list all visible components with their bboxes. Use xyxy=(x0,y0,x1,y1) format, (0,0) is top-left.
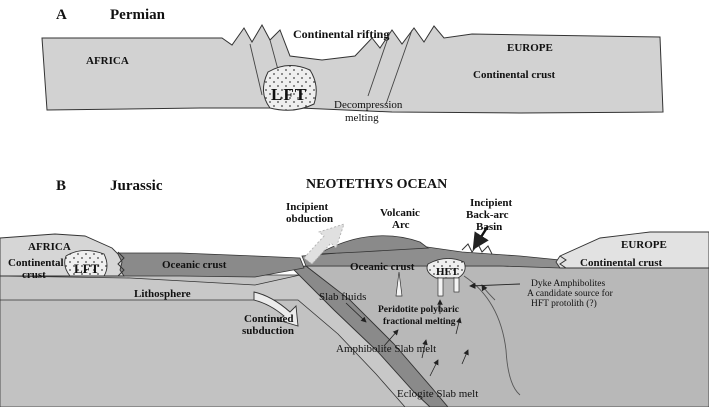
continued-label-1: Continued xyxy=(244,313,294,325)
continental-crust-block xyxy=(41,23,664,114)
decompression-label: Decompression xyxy=(334,99,403,111)
hft-label: HFT xyxy=(436,266,459,278)
panel-b-letter: B xyxy=(56,178,66,194)
dyke-label-1: Dyke Amphibolites xyxy=(531,279,605,289)
lft-label-a: LFT xyxy=(271,85,307,104)
backarc-label-3: Basin xyxy=(476,221,502,233)
lithosphere-label: Lithosphere xyxy=(134,288,191,300)
oceanic-crust-left-label: Oceanic crust xyxy=(162,259,227,271)
africa-crust-label-1: Continental xyxy=(8,257,64,269)
europe-continent xyxy=(555,231,709,269)
arc-label-1: Volcanic xyxy=(380,207,420,219)
dyke-right xyxy=(453,277,460,293)
melting-label: melting xyxy=(345,112,379,124)
continental-crust-label-a: Continental crust xyxy=(473,69,556,81)
lft-melt-body-a xyxy=(263,65,317,111)
lft-label-b: LFT xyxy=(74,261,100,276)
slab-fluids-arrow xyxy=(345,302,367,323)
hft-melt-body xyxy=(426,258,466,279)
eclogite-label: Eclogite Slab melt xyxy=(397,388,478,400)
rift-fault-left xyxy=(249,43,263,96)
dyke-label-2: A candidate source for xyxy=(527,288,614,299)
peridotite-label-1: Peridotite polybaric xyxy=(378,305,459,315)
obduction-label-2: obduction xyxy=(286,213,333,225)
arc-label-2: Arc xyxy=(392,219,410,231)
melt-rise-arrow-1 xyxy=(421,339,428,359)
africa-crust-label-2: crust xyxy=(22,269,46,281)
dyke-left xyxy=(437,277,444,297)
panel-a: A Permian LFT Continental rifting AFRICA… xyxy=(41,7,664,124)
ocean-title: NEOTETHYS OCEAN xyxy=(306,177,447,192)
eclogite-arrow-2 xyxy=(461,349,469,365)
backarc-label-1: Incipient xyxy=(470,197,513,209)
africa-label-a: AFRICA xyxy=(86,55,129,67)
continued-label-2: subduction xyxy=(242,325,294,337)
panel-a-letter: A xyxy=(56,7,67,23)
africa-label-b: AFRICA xyxy=(28,241,71,253)
panel-a-period: Permian xyxy=(110,7,166,23)
europe-label-a: EUROPE xyxy=(507,42,553,54)
dyke-label-3: HFT protolith (?) xyxy=(531,298,597,309)
europe-label-b: EUROPE xyxy=(621,239,667,251)
lft-melt-body-b xyxy=(64,250,108,277)
oceanic-crust-left xyxy=(117,252,305,278)
slab-fluids-label: Slab fluids xyxy=(319,291,366,303)
obduction-arrow xyxy=(303,223,345,265)
rifting-label: Continental rifting xyxy=(293,27,389,41)
oceanic-crust-right-label: Oceanic crust xyxy=(350,261,415,273)
backarc-arrow xyxy=(472,225,490,251)
europe-boundary-zigzag xyxy=(559,255,567,269)
mantle-flow-line xyxy=(463,275,521,396)
panel-b: B Jurassic NEOTETHYS OCEAN LFT xyxy=(0,177,709,407)
amphibolite-label: Amphibolite Slab melt xyxy=(336,343,436,355)
continued-subduction-arrow xyxy=(253,291,299,327)
panel-b-period: Jurassic xyxy=(110,178,163,194)
backarc-label-2: Back-arc xyxy=(466,209,509,221)
rift-fault-right xyxy=(367,31,391,97)
dyke-pointer-arrow xyxy=(469,282,521,289)
melt-rise-arrow-2 xyxy=(455,317,462,335)
volcanic-arc xyxy=(317,235,430,255)
amphibolite-arrow xyxy=(383,329,399,347)
rift-fault-right-2 xyxy=(385,29,413,105)
africa-boundary-zigzag xyxy=(117,251,125,277)
eclogite-arrow xyxy=(429,359,439,377)
obduction-label-1: Incipient xyxy=(286,201,329,213)
slab-fluid-dyke xyxy=(395,271,403,297)
peridotite-label-2: fractional melting xyxy=(383,317,456,327)
europe-crust-label: Continental crust xyxy=(580,257,663,269)
